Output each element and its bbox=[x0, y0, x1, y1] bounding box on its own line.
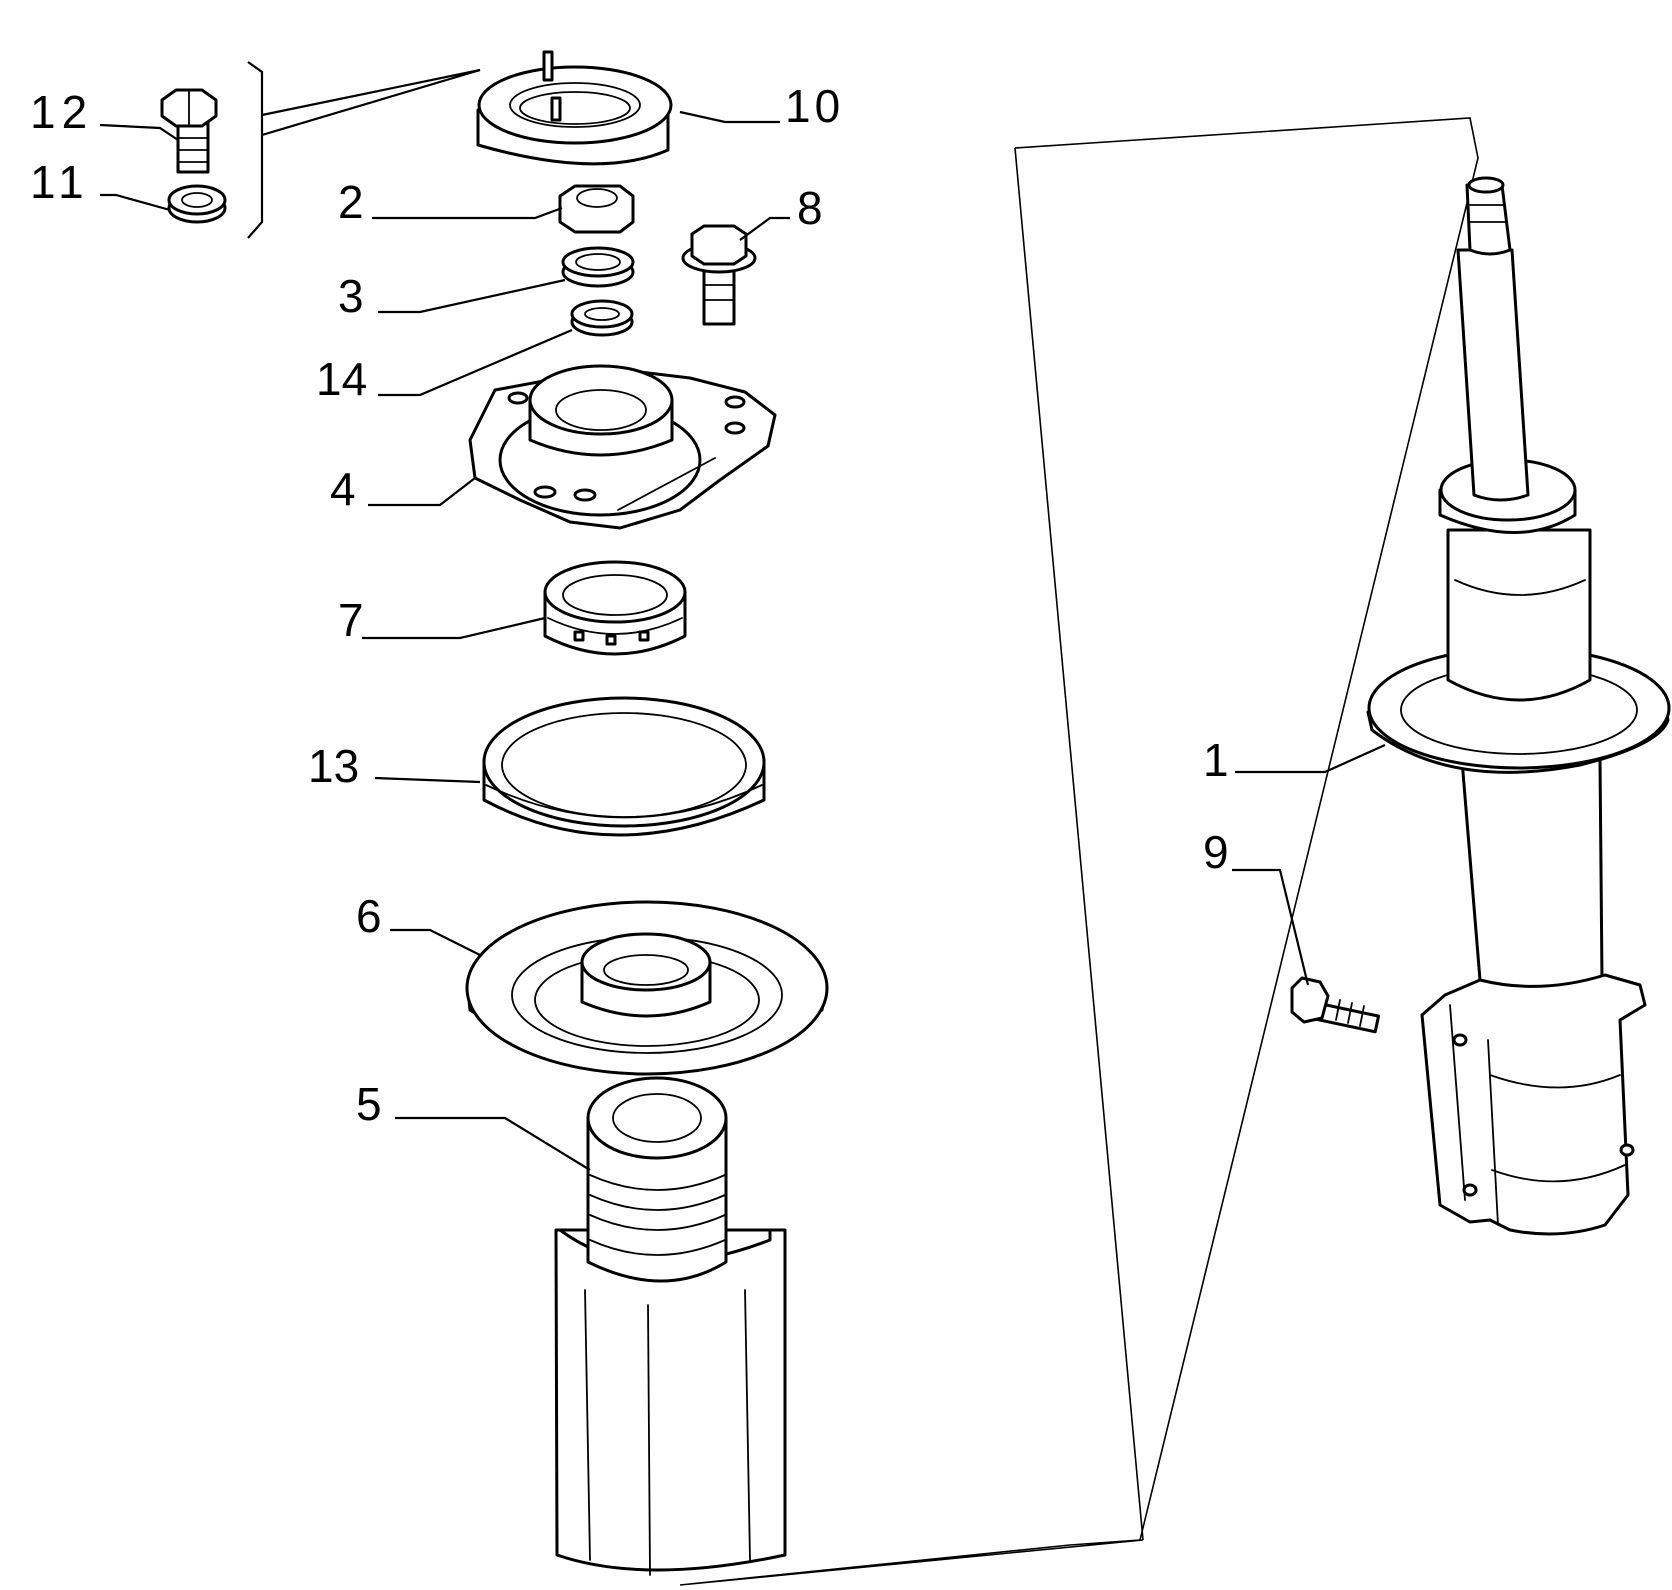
part-3-washer bbox=[561, 246, 635, 288]
part-13-seal-ring bbox=[482, 696, 766, 837]
leader-6 bbox=[390, 928, 481, 956]
leader-lines bbox=[99, 110, 1386, 1171]
bracket-11-12 bbox=[247, 61, 264, 239]
assembly-frame-left bbox=[1014, 147, 1144, 1541]
callout-5: 5 bbox=[356, 1078, 382, 1130]
leader-4 bbox=[368, 477, 476, 507]
leader-3 bbox=[378, 278, 566, 314]
callout-14: 14 bbox=[316, 353, 367, 405]
callout-1: 1 bbox=[1203, 734, 1229, 786]
leader-11 bbox=[100, 193, 171, 212]
part-2-nut bbox=[558, 184, 635, 234]
leader-2 bbox=[372, 206, 563, 220]
callout-13: 13 bbox=[308, 740, 359, 792]
leader-9 bbox=[1232, 868, 1310, 986]
part-14-ring bbox=[570, 299, 634, 337]
bracket-leader-upper bbox=[261, 68, 481, 117]
callout-8: 8 bbox=[797, 182, 823, 234]
part-7-bearing bbox=[543, 560, 687, 656]
callout-7: 7 bbox=[338, 594, 364, 646]
leader-10 bbox=[679, 110, 780, 124]
part-12-bolt bbox=[160, 88, 218, 174]
leader-13 bbox=[374, 776, 481, 784]
part-9-bolt bbox=[1290, 976, 1381, 1034]
leader-12 bbox=[99, 123, 179, 141]
callout-6: 6 bbox=[356, 890, 382, 942]
callout-9: 9 bbox=[1203, 826, 1229, 878]
leader-8 bbox=[739, 216, 790, 241]
callout-12: 12 bbox=[30, 86, 93, 138]
callout-3: 3 bbox=[338, 270, 364, 322]
leader-14 bbox=[378, 328, 573, 397]
callout-10: 10 bbox=[785, 80, 844, 132]
part-11-washer bbox=[167, 184, 227, 224]
leader-5 bbox=[395, 1116, 591, 1171]
part-8-bolt bbox=[681, 224, 757, 326]
bracket-leader-lower bbox=[261, 68, 481, 137]
part-10-mount-pad bbox=[476, 50, 673, 166]
callout-2: 2 bbox=[338, 176, 364, 228]
leader-7 bbox=[362, 616, 546, 640]
part-6-spring-seat bbox=[465, 900, 829, 1076]
assembly-frame bbox=[679, 117, 1479, 1586]
callout-4: 4 bbox=[330, 463, 356, 515]
leader-1 bbox=[1235, 743, 1386, 774]
part-1-strut bbox=[1366, 176, 1671, 1236]
part-5-bump-stop bbox=[554, 1076, 787, 1576]
part-4-strut-mount bbox=[468, 364, 777, 530]
callout-labels: 12 11 10 2 8 3 14 4 7 13 6 5 1 9 bbox=[30, 80, 1229, 1130]
callout-11: 11 bbox=[30, 156, 90, 208]
